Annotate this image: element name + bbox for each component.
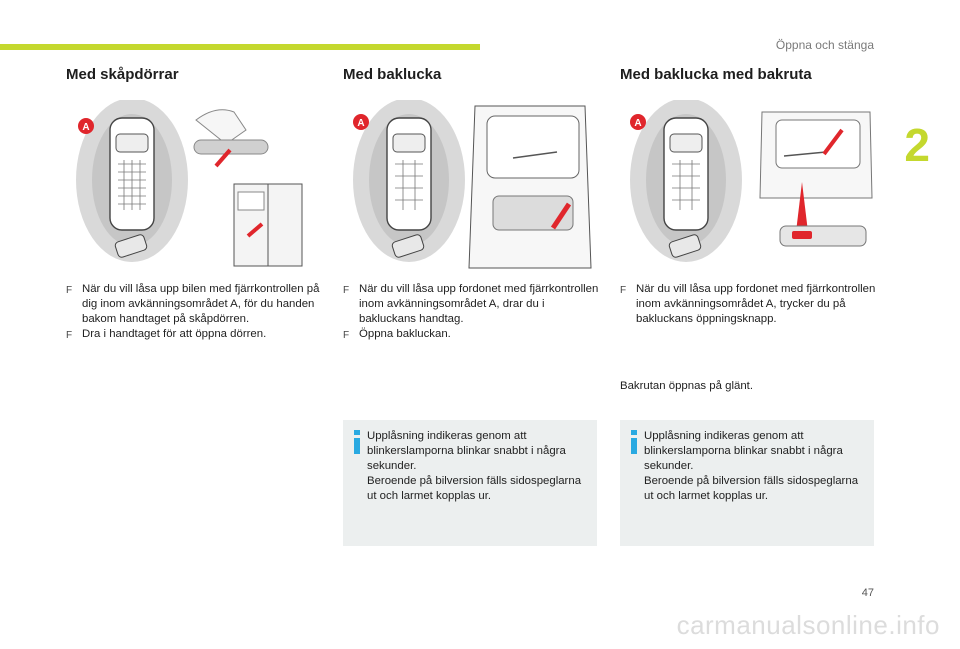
info-line: Upplåsning indikeras genom att	[367, 430, 527, 442]
step-list: F När du vill låsa upp fordonet med fjärr…	[620, 282, 878, 327]
chapter-number: 2	[904, 119, 930, 171]
illustration-cargo-door: A	[76, 100, 303, 267]
section-title: Med baklucka	[343, 66, 442, 83]
pointer-arrow-icon	[796, 182, 808, 232]
step-text: När du vill låsa upp fordonet med fjärrk…	[359, 283, 599, 325]
zone-label-a-marker	[78, 118, 94, 134]
window-arrow-icon	[822, 128, 844, 156]
zone-label-a: A	[634, 118, 641, 129]
bullet-flag: F	[620, 285, 627, 296]
info-line: blinkerslamporna blinkar snabbt i några	[644, 445, 843, 457]
info-line: Beroende på bilversion fälls sidospeglar…	[367, 475, 582, 487]
zone-label-a-marker	[353, 114, 369, 130]
step-item: F Öppna bakluckan.	[343, 327, 601, 342]
info-text: Upplåsning indikeras genom att blinkersl…	[644, 429, 868, 504]
hand-icon	[195, 109, 247, 145]
page-number: 47	[861, 587, 874, 599]
info-line: Beroende på bilversion fälls sidospeglar…	[644, 475, 859, 487]
key-fob-icon	[391, 234, 425, 258]
bullet-flag: F	[343, 285, 350, 296]
info-line: Upplåsning indikeras genom att	[644, 430, 804, 442]
step-item: F Dra i handtaget för att öppna dörren.	[66, 327, 324, 342]
illustration-tailgate: A	[353, 100, 592, 269]
info-line: sekunder.	[367, 460, 417, 472]
door-handle	[193, 139, 269, 155]
info-box: Upplåsning indikeras genom att blinkersl…	[620, 420, 874, 546]
zone-label-a-marker	[630, 114, 646, 130]
bullet-flag: F	[66, 285, 73, 296]
pull-arrow-icon	[214, 148, 232, 168]
step-item: F När du vill låsa upp fordonet med fjärr…	[620, 282, 878, 327]
info-box: Upplåsning indikeras genom att blinkersl…	[343, 420, 597, 546]
rear-window	[775, 119, 861, 169]
section-accent-bar	[0, 44, 480, 50]
key-fob-icon	[668, 234, 702, 258]
bullet-flag: F	[343, 330, 350, 341]
zone-label-a: A	[82, 122, 89, 133]
step-text: När du vill låsa upp fordonet med fjärrk…	[636, 283, 876, 325]
step-text: Dra i handtaget för att öppna dörren.	[82, 328, 267, 340]
wiper	[783, 151, 827, 157]
rear-window	[486, 115, 580, 179]
info-text: Upplåsning indikeras genom att blinkersl…	[367, 429, 591, 504]
section-title: Med skåpdörrar	[66, 66, 179, 83]
step-text: När du vill låsa upp bilen med fjärrkont…	[82, 283, 320, 325]
wiper	[512, 151, 558, 159]
step-text: Öppna bakluckan.	[359, 328, 451, 340]
door-arrow-icon	[246, 222, 264, 238]
info-line: ut och larmet kopplas ur.	[367, 490, 492, 502]
info-line: ut och larmet kopplas ur.	[644, 490, 769, 502]
section-title: Med baklucka med bakruta	[620, 66, 812, 83]
step-item: F När du vill låsa upp bilen med fjärrkon…	[66, 282, 324, 327]
info-icon	[354, 430, 360, 454]
zone-label-a: A	[357, 118, 364, 129]
info-icon	[631, 430, 637, 454]
note-text: Bakrutan öppnas på glänt.	[620, 380, 753, 392]
watermark: carmanualsonline.info	[676, 610, 940, 640]
bullet-flag: F	[66, 330, 73, 341]
handle-arrow-icon	[550, 202, 572, 230]
running-title: Öppna och stänga	[775, 38, 874, 52]
info-line: sekunder.	[644, 460, 694, 472]
illustration-tailgate-window: A	[630, 100, 873, 262]
info-line: blinkerslamporna blinkar snabbt i några	[367, 445, 566, 457]
step-list: F När du vill låsa upp fordonet med fjärr…	[343, 282, 601, 342]
key-fob-icon	[114, 234, 148, 258]
step-list: F När du vill låsa upp bilen med fjärrkon…	[66, 282, 324, 342]
step-item: F När du vill låsa upp fordonet med fjärr…	[343, 282, 601, 327]
